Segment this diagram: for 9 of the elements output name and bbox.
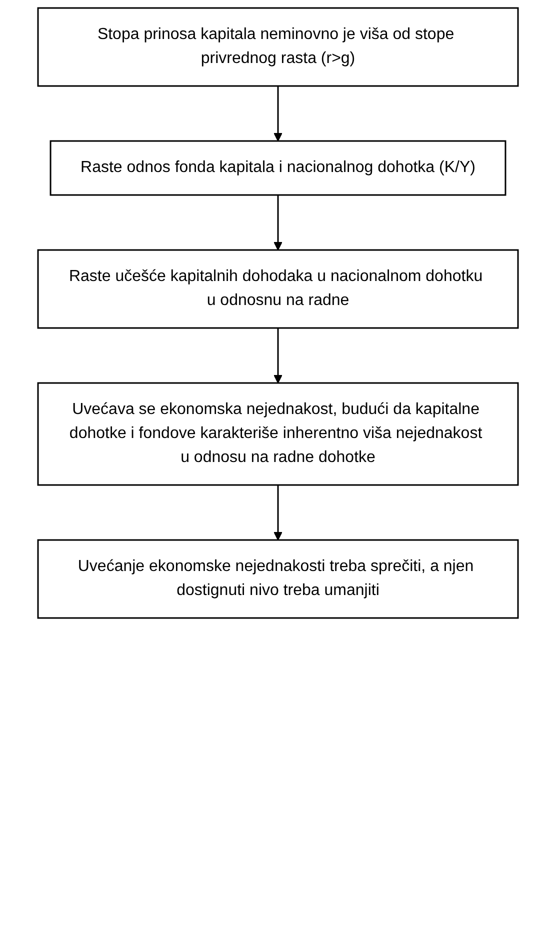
node-box: Uvećanje ekonomske nejednakosti treba sprečiti, a njen dostignuti nivo treba umanjiti bbox=[37, 539, 519, 619]
arrow bbox=[274, 86, 282, 142]
arrow bbox=[274, 485, 282, 540]
arrow bbox=[274, 195, 282, 250]
arrow bbox=[274, 328, 282, 384]
node-box: Raste odnos fonda kapitala i nacionalnog dohotka (K/Y) bbox=[50, 140, 506, 196]
node-box: Stopa prinosa kapitala neminovno je viša od stope privrednog rasta (r>g) bbox=[37, 7, 519, 87]
node-box: Uvećava se ekonomska nejednakost, budući da kapitalne dohotke i fondove karakteriše inherentno viša nejednakost u odnosu na radne dohotke bbox=[37, 382, 519, 486]
node-box: Raste učešće kapitalnih dohodaka u nacionalnom dohotku u odnosnu na radne bbox=[37, 249, 519, 329]
